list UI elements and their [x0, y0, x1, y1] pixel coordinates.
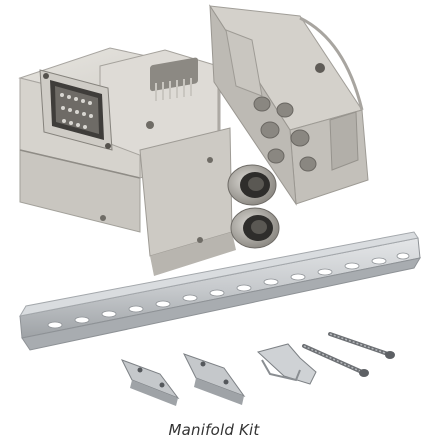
- screw-2: [328, 332, 395, 359]
- fitting-block: [100, 127, 236, 276]
- end-plate: [209, 4, 369, 206]
- din-rail: [18, 231, 422, 351]
- rail-clip-2: [183, 353, 246, 405]
- product-photo: [18, 4, 422, 406]
- rail-bracket: [256, 343, 317, 385]
- screw-1: [302, 344, 369, 377]
- push-in-fitting-lower: [230, 207, 280, 249]
- dsub-connector: [39, 69, 113, 151]
- rail-slots: [47, 252, 410, 329]
- vent-slots: [150, 57, 198, 101]
- push-in-fitting-upper: [227, 164, 277, 206]
- rail-clip-1: [120, 359, 180, 406]
- product-caption: Manifold Kit: [168, 421, 260, 439]
